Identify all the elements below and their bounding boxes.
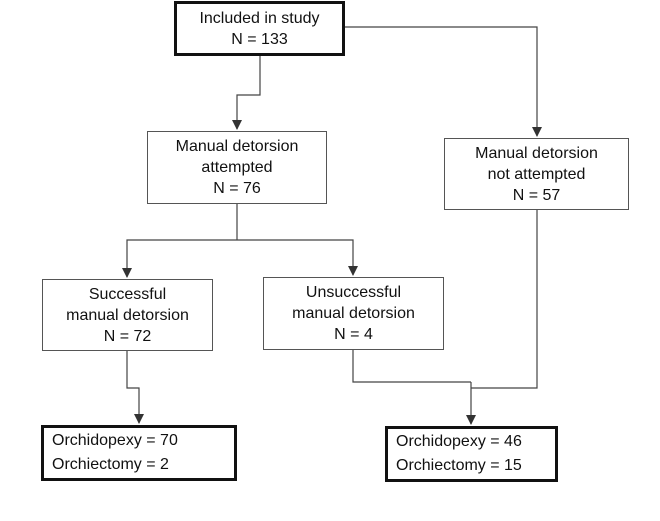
node-label: Unsuccessful — [305, 284, 402, 301]
node-count: N = 133 — [231, 30, 288, 48]
edge-attempted-to-successful — [122, 239, 237, 278]
outcome-left-node: Orchidopexy = 70 Orchiectomy = 2 — [41, 425, 237, 481]
edge-attempted-to-unsuccessful — [237, 239, 358, 276]
edge-unsuccessful-to-merge — [352, 350, 471, 383]
node-label: Included in study — [199, 9, 320, 27]
edge-included-to-not-attempted — [345, 26, 542, 137]
edge-included-to-attempted — [232, 56, 261, 130]
edge-successful-to-outcome-left — [126, 351, 144, 424]
detorsion-not-attempted-node: Manual detorsion not attempted N = 57 — [444, 138, 629, 210]
detorsion-attempted-node: Manual detorsion attempted N = 76 — [147, 131, 327, 204]
node-label: manual detorsion — [292, 305, 415, 322]
edge-not-attempted-to-merge — [471, 210, 538, 389]
node-label: manual detorsion — [66, 306, 189, 324]
node-count: N = 76 — [213, 180, 261, 197]
node-count: N = 57 — [512, 186, 561, 204]
node-label: not attempted — [487, 165, 586, 183]
node-label: attempted — [201, 159, 273, 176]
included-in-study-node: Included in study N = 133 — [174, 1, 345, 56]
orchiectomy-count: Orchiectomy = 15 — [396, 457, 522, 474]
orchiectomy-count: Orchiectomy = 2 — [52, 456, 169, 473]
node-count: N = 72 — [103, 327, 152, 345]
node-label: Successful — [88, 285, 167, 303]
node-label: Manual detorsion — [175, 138, 299, 155]
node-label: Manual detorsion — [475, 144, 598, 162]
successful-detorsion-node: Successful manual detorsion N = 72 — [42, 279, 213, 351]
orchidopexy-count: Orchidopexy = 46 — [396, 433, 522, 450]
unsuccessful-detorsion-node: Unsuccessful manual detorsion N = 4 — [263, 277, 444, 350]
outcome-right-node: Orchidopexy = 46 Orchiectomy = 15 — [385, 426, 558, 482]
orchidopexy-count: Orchidopexy = 70 — [52, 432, 178, 449]
node-count: N = 4 — [334, 326, 373, 343]
